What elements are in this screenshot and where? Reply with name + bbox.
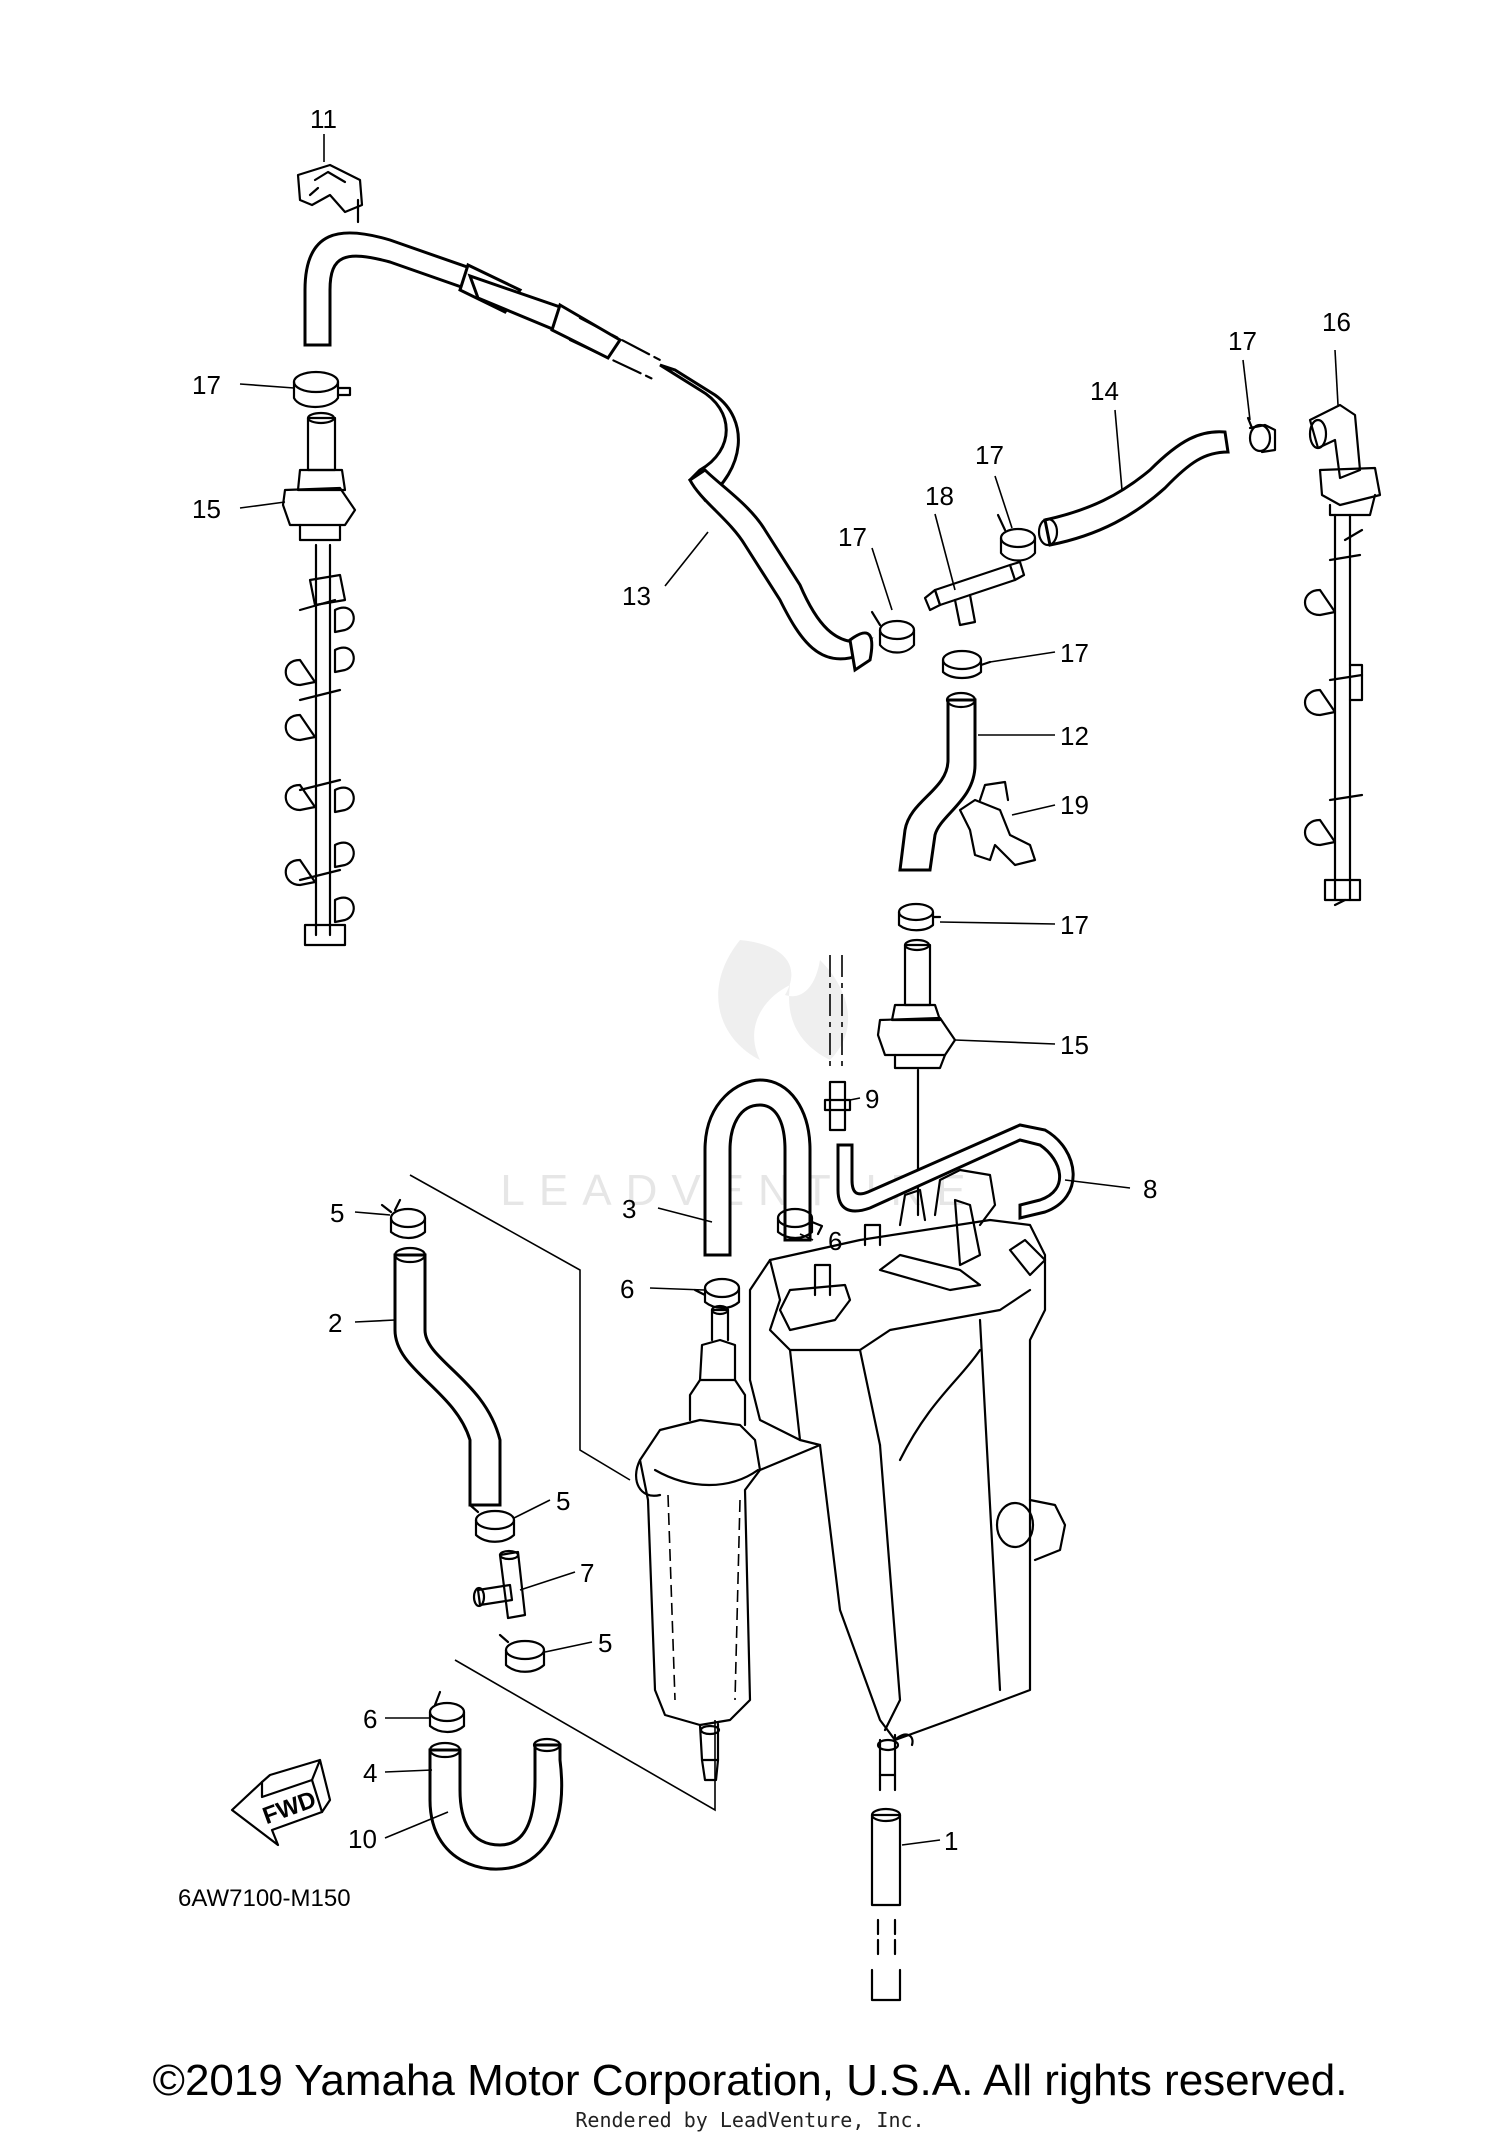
callout-17b: 17 [838, 522, 867, 552]
diagram-code: 6AW7100-M150 [178, 1885, 351, 1912]
clamp-17e [941, 649, 992, 680]
connector-15a [281, 411, 357, 542]
callout-15a: 15 [192, 494, 221, 524]
hose-1 [870, 1807, 902, 2002]
clip-11 [296, 163, 364, 224]
callout-6b: 6 [620, 1274, 634, 1304]
fuel-rail-left [284, 543, 355, 947]
callout-10: 10 [348, 1824, 377, 1854]
leader-lines [239, 134, 1339, 1846]
callout-17f: 17 [1060, 910, 1089, 940]
callout-5a: 5 [330, 1198, 344, 1228]
copyright-notice: ©2019 Yamaha Motor Corporation, U.S.A. A… [152, 2056, 1348, 2105]
callout-7: 7 [580, 1558, 594, 1588]
clamp-6b [693, 1277, 741, 1310]
vent-pipe [829, 955, 843, 1070]
clip-19 [958, 780, 1037, 867]
clamp-17b [870, 610, 916, 654]
fitting-9 [823, 1080, 852, 1132]
tee-joint-7 [472, 1549, 527, 1620]
callout-6c: 6 [363, 1704, 377, 1734]
callout-9: 9 [865, 1084, 879, 1114]
hose-12 [898, 691, 977, 872]
callout-18: 18 [925, 481, 954, 511]
hose-4-10 [428, 1737, 564, 1871]
callout-17c: 17 [975, 440, 1004, 470]
hose-2 [393, 1246, 502, 1507]
callouts: 11 17 15 13 17 18 17 14 17 16 17 12 19 1… [192, 104, 1351, 1856]
callout-17a: 17 [192, 370, 221, 400]
clamp-17d [1246, 416, 1277, 454]
clamp-5b [468, 1503, 516, 1543]
callout-5b: 5 [556, 1486, 570, 1516]
callout-19: 19 [1060, 790, 1089, 820]
tee-joint-18 [923, 560, 1026, 627]
callout-8: 8 [1143, 1174, 1157, 1204]
hose-14 [1037, 430, 1230, 547]
callout-14: 14 [1090, 376, 1119, 406]
callout-16: 16 [1322, 307, 1351, 337]
connector-15b [876, 938, 957, 1217]
callout-17e: 17 [1060, 638, 1089, 668]
hose-3 [703, 1078, 812, 1257]
clamp-6a [776, 1207, 824, 1240]
callout-1: 1 [944, 1826, 958, 1856]
callout-6a: 6 [828, 1226, 842, 1256]
callout-3: 3 [622, 1194, 636, 1224]
connector-16 [1308, 403, 1382, 517]
clamp-17c [996, 513, 1037, 562]
fwd-arrow-icon: FWD [230, 1758, 332, 1847]
callout-4: 4 [363, 1758, 377, 1788]
clamp-6c [428, 1690, 466, 1734]
clamp-17a [292, 370, 352, 409]
leadventure-watermark: LEADVENTURE [500, 940, 966, 1215]
callout-5c: 5 [598, 1628, 612, 1658]
hose-13 [303, 231, 874, 673]
callout-12: 12 [1060, 721, 1089, 751]
clamp-17f [897, 902, 942, 932]
fuel-rail-right [1304, 513, 1364, 907]
rendered-by-credit: Rendered by LeadVenture, Inc. [575, 2108, 925, 2132]
routing-lines-left [409, 1174, 716, 1812]
filter-housing [635, 1304, 822, 1782]
callout-11: 11 [310, 104, 337, 134]
hose-8 [836, 1123, 1075, 1220]
callout-15b: 15 [1060, 1030, 1089, 1060]
clamp-5a [380, 1198, 427, 1240]
clamp-5c [498, 1633, 546, 1673]
vapor-separator-assembly [748, 1168, 1067, 1792]
callout-17d: 17 [1228, 326, 1257, 356]
callout-2: 2 [328, 1308, 342, 1338]
callout-13: 13 [622, 581, 651, 611]
